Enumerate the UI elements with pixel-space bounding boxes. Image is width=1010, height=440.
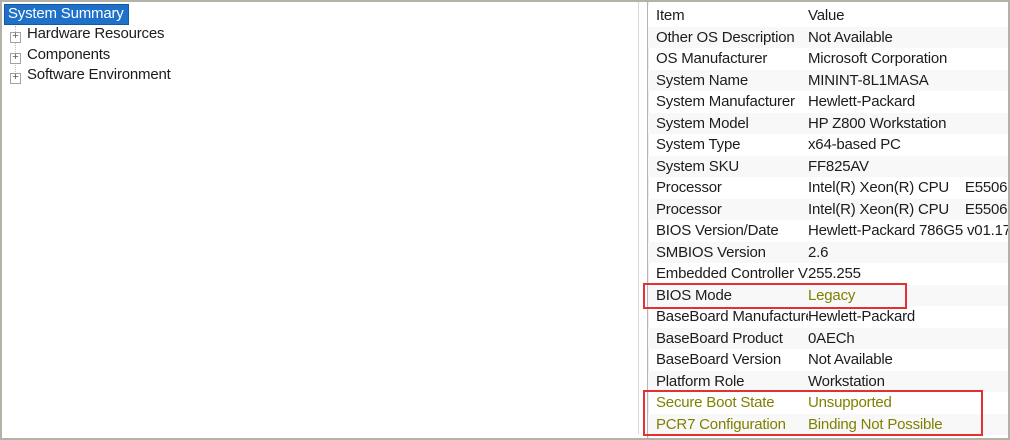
- table-row[interactable]: System Manufacturer Hewlett-Packard: [648, 91, 1008, 113]
- table-row[interactable]: SMBIOS Version 2.6: [648, 241, 1008, 263]
- table-row-bios-mode[interactable]: BIOS Mode Legacy: [648, 284, 1008, 306]
- tree-item-software-environment[interactable]: + Software Environment: [2, 65, 638, 86]
- table-row[interactable]: BaseBoard Product 0AECh: [648, 327, 1008, 349]
- table-row[interactable]: BaseBoard Manufacturer Hewlett-Packard: [648, 306, 1008, 328]
- item-cell: BaseBoard Version: [656, 351, 782, 368]
- tree-item-label[interactable]: Hardware Resources: [27, 25, 165, 42]
- category-tree-panel: System Summary + Hardware Resources + Comp…: [2, 2, 639, 434]
- tree-connector-line: [15, 26, 16, 78]
- tree-item-system-summary[interactable]: System Summary: [2, 3, 638, 25]
- item-cell: System Manufacturer: [656, 93, 795, 110]
- value-cell: 0AECh: [808, 329, 855, 347]
- value-cell: Binding Not Possible: [808, 415, 943, 433]
- value-cell: Hewlett-Packard: [808, 93, 916, 110]
- value-cell: Workstation: [808, 372, 885, 390]
- value-cell: Intel(R) Xeon(R) CPU E5506: [808, 179, 1008, 196]
- table-row[interactable]: System SKU FF825AV: [648, 155, 1008, 177]
- list-header-row: Item Value: [648, 5, 1008, 27]
- value-cell: MININT-8L1MASA: [808, 71, 929, 89]
- table-row[interactable]: BaseBoard Version Not Available: [648, 349, 1008, 371]
- column-header-item[interactable]: Item: [656, 7, 685, 24]
- table-row[interactable]: Processor Intel(R) Xeon(R) CPU E5506: [648, 177, 1008, 199]
- column-header-value[interactable]: Value: [808, 7, 845, 24]
- value-cell: Microsoft Corporation: [808, 50, 948, 67]
- item-cell: System Model: [656, 114, 749, 132]
- value-cell: Unsupported: [808, 394, 892, 411]
- value-cell: Hewlett-Packard 786G5 v01.17, 8/: [808, 222, 1008, 239]
- item-cell: SMBIOS Version: [656, 243, 766, 261]
- item-cell: System SKU: [656, 157, 740, 175]
- table-row[interactable]: Processor Intel(R) Xeon(R) CPU E5506: [648, 198, 1008, 220]
- value-cell: 2.6: [808, 243, 829, 261]
- table-row[interactable]: System Model HP Z800 Workstation: [648, 112, 1008, 134]
- value-cell: FF825AV: [808, 157, 869, 175]
- tree-item-label[interactable]: Software Environment: [27, 66, 171, 83]
- item-cell: System Name: [656, 71, 748, 89]
- item-cell: Secure Boot State: [656, 394, 775, 411]
- item-cell: Platform Role: [656, 372, 745, 390]
- table-row-secure-boot-state[interactable]: Secure Boot State Unsupported: [648, 392, 1008, 414]
- tree-item-hardware-resources[interactable]: + Hardware Resources: [2, 24, 638, 45]
- expand-plus-icon[interactable]: +: [10, 52, 21, 64]
- tree-item-label[interactable]: System Summary: [4, 4, 129, 25]
- value-cell: HP Z800 Workstation: [808, 114, 947, 132]
- expand-plus-icon[interactable]: +: [10, 73, 21, 84]
- item-cell: BIOS Version/Date: [656, 222, 779, 239]
- item-cell: BaseBoard Manufacturer: [656, 308, 808, 325]
- tree-item-label[interactable]: Components: [27, 45, 111, 63]
- value-cell: Hewlett-Packard: [808, 308, 916, 325]
- item-cell: Embedded Controller V...: [656, 265, 808, 282]
- value-cell: Legacy: [808, 286, 856, 304]
- table-row[interactable]: OS Manufacturer Microsoft Corporation: [648, 48, 1008, 70]
- table-row[interactable]: Embedded Controller V... 255.255: [648, 263, 1008, 285]
- item-cell: Processor: [656, 179, 722, 196]
- item-cell: Other OS Description: [656, 28, 795, 46]
- value-cell: Intel(R) Xeon(R) CPU E5506: [808, 200, 1008, 218]
- table-row[interactable]: Platform Role Workstation: [648, 370, 1008, 392]
- item-cell: BIOS Mode: [656, 286, 732, 304]
- table-row[interactable]: BIOS Version/Date Hewlett-Packard 786G5 …: [648, 220, 1008, 242]
- item-cell: PCR7 Configuration: [656, 415, 786, 433]
- item-cell: BaseBoard Product: [656, 329, 783, 347]
- detail-list-panel: Item Value Other OS Description Not Avai…: [647, 2, 1008, 438]
- value-cell: Not Available: [808, 351, 893, 368]
- table-row[interactable]: System Type x64-based PC: [648, 134, 1008, 156]
- table-row[interactable]: Other OS Description Not Available: [648, 26, 1008, 48]
- value-cell: Not Available: [808, 28, 893, 46]
- item-cell: System Type: [656, 136, 741, 153]
- table-row-pcr7-configuration[interactable]: PCR7 Configuration Binding Not Possible: [648, 413, 1008, 435]
- value-cell: 255.255: [808, 265, 861, 282]
- item-cell: OS Manufacturer: [656, 50, 768, 67]
- expand-plus-icon[interactable]: +: [10, 32, 21, 43]
- tree-item-components[interactable]: + Components: [2, 45, 638, 66]
- value-cell: x64-based PC: [808, 136, 901, 153]
- table-row[interactable]: System Name MININT-8L1MASA: [648, 69, 1008, 91]
- item-cell: Processor: [656, 200, 722, 218]
